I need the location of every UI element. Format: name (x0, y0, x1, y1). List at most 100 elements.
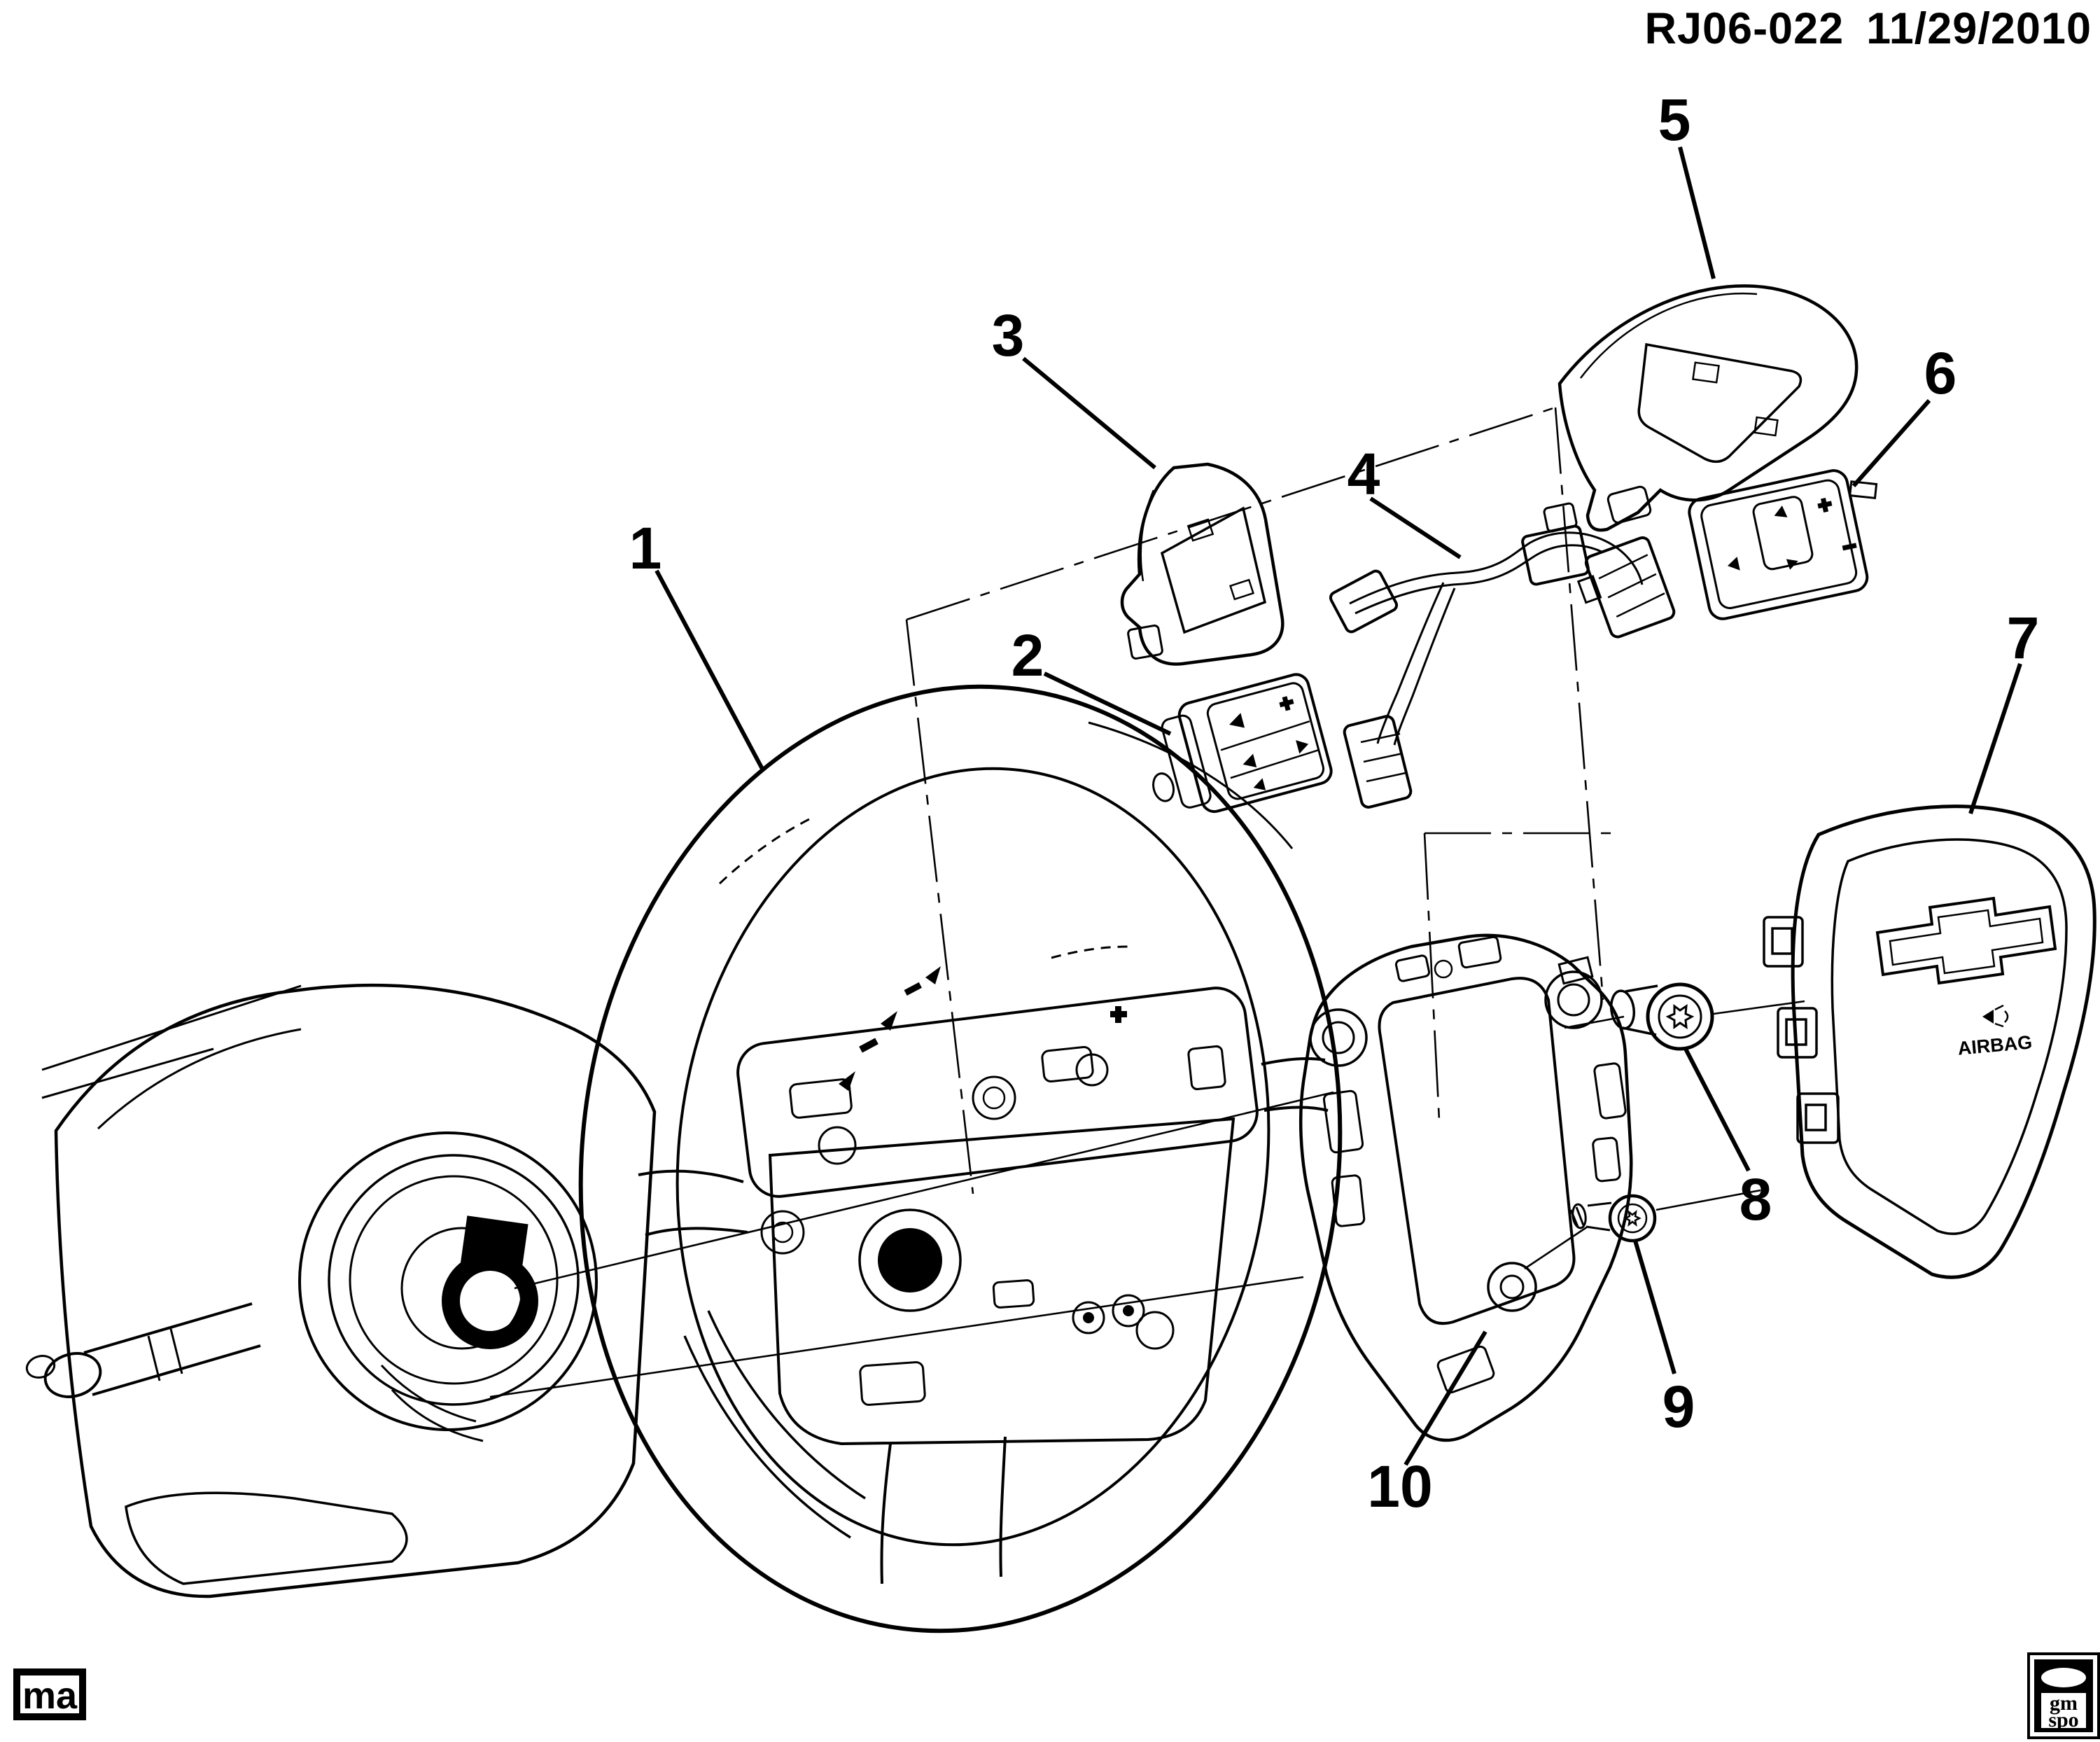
leader-line-2 (1043, 671, 1172, 736)
switch-right (1576, 469, 1878, 639)
gm-spo-logo: gm spo (2027, 1652, 2100, 1739)
back-cover-bracket (1298, 933, 1633, 1442)
drawing-date: 11/29/2010 (1866, 4, 2092, 53)
screw-boss-hole (1123, 1305, 1134, 1316)
screw-head (1608, 1194, 1657, 1243)
horn-waves (1994, 1004, 2009, 1028)
trim-clip (1754, 416, 1779, 437)
arrow-icon (1242, 753, 1257, 767)
bracket-tab (1394, 954, 1431, 982)
assembly-axis-line (1656, 1189, 1761, 1211)
airbag-inner-contour (1830, 838, 2068, 1235)
seek-icon (1229, 713, 1245, 728)
coil-mid-ring (349, 1175, 559, 1385)
connector-detail-lines (1360, 732, 1406, 783)
wiring-harness (1329, 502, 1644, 809)
revision-box-border (13, 1668, 86, 1720)
dash-edge-lines (41, 984, 302, 1130)
screw-shank-end (1609, 989, 1636, 1030)
trim-cover-right (1558, 284, 1858, 532)
bezel-outline (1120, 462, 1284, 666)
switch-rocker (1752, 496, 1814, 571)
callout-2: 2 (1011, 622, 1044, 688)
airbag-module: AIRBAG (1763, 804, 2096, 1279)
screw-head (1646, 982, 1714, 1051)
assembly-axis-lines (489, 1000, 1805, 1398)
leader-line-10 (1404, 1330, 1488, 1466)
bracket-outline (1298, 933, 1633, 1442)
leader-line-6 (1851, 399, 1931, 487)
bar-icon (859, 1038, 878, 1053)
rim-seam-dashed (1051, 945, 1129, 959)
plus-icon (1282, 696, 1291, 711)
switch-body (1177, 673, 1333, 814)
bracket-boss-hole (1499, 1274, 1525, 1299)
lower-spoke-contours (683, 1310, 866, 1539)
screw-boss-hole (982, 1086, 1006, 1110)
callout-3: 3 (992, 302, 1025, 368)
leader-line-7 (1968, 663, 2022, 814)
bezel-clip (1186, 518, 1214, 542)
trim-tab (1606, 485, 1652, 524)
callout-5: 5 (1658, 87, 1691, 153)
screw-boss-hole (771, 1221, 794, 1243)
trim-clip (1692, 361, 1720, 384)
harness-connector-lower (1343, 715, 1413, 809)
leader-line-1 (654, 569, 765, 772)
arrow-icon (1296, 740, 1309, 754)
bracket-slot (1331, 1174, 1366, 1227)
stalk-rings (147, 1328, 183, 1381)
logo-text-panel (2041, 1693, 2086, 1728)
bracket-boss (1544, 970, 1603, 1029)
phantom-line (1554, 407, 1604, 1001)
hub-slot (992, 1279, 1035, 1309)
torx-recess-icon (1665, 1004, 1695, 1030)
callout-6: 6 (1924, 340, 1957, 406)
bracket-hole (1434, 959, 1453, 979)
switch-face-dividers (1220, 720, 1320, 779)
phantom-line (905, 619, 974, 1194)
hub-details (760, 1006, 1226, 1406)
arrow-icon (1253, 778, 1266, 790)
screw-head-inner (1658, 994, 1702, 1039)
switch-bezel-left (1120, 462, 1284, 666)
screw-boss (760, 1210, 805, 1255)
bracket-boss-hole (1557, 983, 1590, 1017)
bracket-slot (1322, 1089, 1364, 1154)
mounting-clip (1763, 916, 1804, 968)
drawing-id: RJ06-022 (1644, 4, 1844, 53)
leader-line-9 (1633, 1240, 1676, 1374)
bezel-foot-tab (1127, 624, 1163, 660)
chevrolet-bowtie-emblem (1875, 896, 2057, 985)
screw-shank (1622, 984, 1658, 1036)
bar-icon (904, 982, 922, 996)
clip-window (1785, 1018, 1807, 1046)
logo-text-gm: gm (2050, 1692, 2078, 1715)
arrow-icon (1728, 557, 1740, 571)
switch-connector (1576, 536, 1676, 639)
arrow-icon (925, 966, 941, 984)
stalk-shaft (83, 1302, 261, 1396)
lower-column-bracket (125, 1491, 408, 1585)
switch-pivot-pin (1849, 480, 1878, 500)
leader-line-5 (1678, 146, 1716, 279)
clip-window (1771, 927, 1793, 955)
screw-boss (972, 1075, 1016, 1120)
bracket-slot (1593, 1062, 1627, 1120)
bracket-slot (1592, 1136, 1621, 1183)
hub-upper-plate (736, 987, 1259, 1198)
turn-signal-stalk (25, 1302, 261, 1398)
logo-text-spo: spo (2048, 1708, 2078, 1731)
steering-wheel (578, 684, 1343, 1633)
airbag-mounting-clips (1763, 916, 1840, 1144)
bottom-spoke (880, 1436, 1007, 1584)
bracket-tab (1457, 935, 1502, 969)
stalk-tip (25, 1355, 56, 1379)
hub-lower-plate (768, 1117, 1236, 1446)
switch-button-icons (1229, 696, 1309, 790)
rim-grip-contour (1088, 721, 1294, 849)
hub-center-hole (878, 1228, 942, 1292)
airbag-outline (1791, 804, 2096, 1279)
switch-face (1700, 479, 1858, 609)
